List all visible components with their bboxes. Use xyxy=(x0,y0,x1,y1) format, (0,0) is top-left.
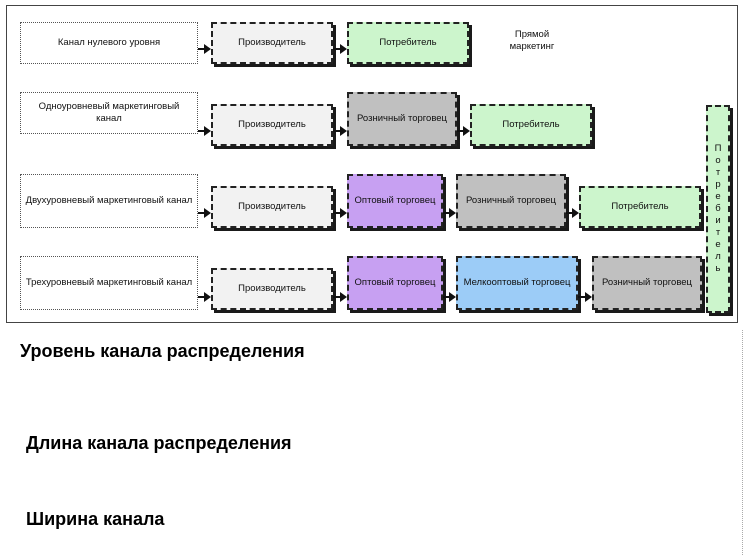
small-wholesaler-node: Мелкооптовый торговец xyxy=(456,256,578,310)
direct-marketing-note: Прямой маркетинг xyxy=(509,29,555,52)
consumer-node: Потребитель xyxy=(470,104,592,146)
row-label: Трехуровневый маркетинговый канал xyxy=(20,256,198,310)
divider xyxy=(742,330,743,555)
producer-node: Производитель xyxy=(211,268,333,310)
arrow xyxy=(578,292,592,302)
arrow xyxy=(457,126,470,136)
retailer-node: Розничный торговец xyxy=(592,256,702,310)
retailer-node: Розничный торговец xyxy=(456,174,566,228)
retailer-node: Розничный торговец xyxy=(347,92,457,146)
arrow xyxy=(333,292,347,302)
vertical-consumer-label: Потребитель xyxy=(712,143,724,275)
arrow xyxy=(198,208,211,218)
row-label: Канал нулевого уровня xyxy=(20,22,198,64)
consumer-node: Потребитель xyxy=(347,22,469,64)
arrow xyxy=(198,44,211,54)
arrow xyxy=(198,126,211,136)
heading-channel-length: Длина канала распределения xyxy=(26,433,292,453)
consumer-node: Потребитель xyxy=(579,186,701,228)
producer-node: Производитель xyxy=(211,104,333,146)
arrow xyxy=(443,208,456,218)
producer-node: Производитель xyxy=(211,22,333,64)
arrow xyxy=(566,208,579,218)
arrow xyxy=(198,292,211,302)
producer-node: Производитель xyxy=(211,186,333,228)
wholesaler-node: Оптовый торговец xyxy=(347,256,443,310)
wholesaler-node: Оптовый торговец xyxy=(347,174,443,228)
arrow xyxy=(333,208,347,218)
arrow xyxy=(333,44,347,54)
arrow xyxy=(443,292,456,302)
arrow xyxy=(333,126,347,136)
heading-channel-width: Ширина канала xyxy=(26,509,165,529)
row-label: Одноуровневый маркетинговый канал xyxy=(20,92,198,134)
vertical-consumer-node: Потребитель xyxy=(706,105,730,313)
row-label: Двухуровневый маркетинговый канал xyxy=(20,174,198,228)
heading-channel-level: Уровень канала распределения xyxy=(20,341,305,361)
